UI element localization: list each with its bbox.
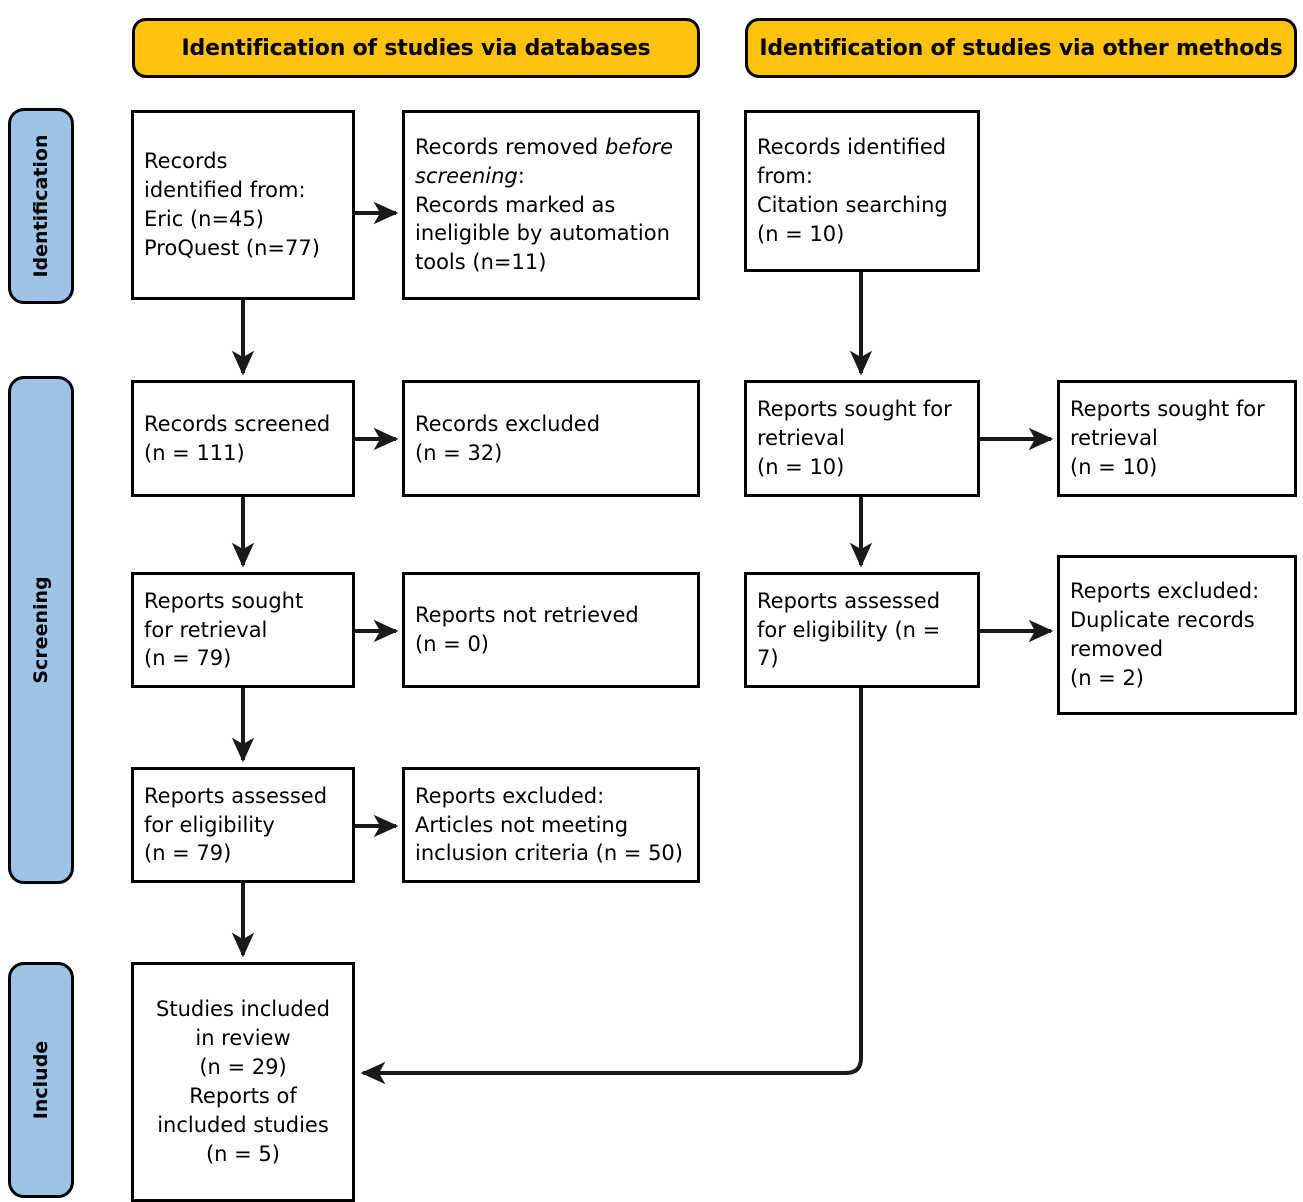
text-emphasis: before (604, 134, 673, 159)
text-line: retrieval (757, 426, 845, 451)
text-line: inclusion criteria (n = 50) (415, 841, 683, 866)
text-line: (n = 0) (415, 632, 490, 656)
text-line: screening: (415, 162, 687, 191)
stage-pill-screening: Screening (8, 376, 74, 884)
text-line: Records screened (144, 411, 331, 436)
text-line: Reports of (189, 1084, 297, 1108)
text-line: (n = 29) (199, 1055, 287, 1080)
text-line: Records removed before (415, 133, 687, 162)
text-line: Reports excluded: (1070, 579, 1260, 604)
stage-label-screening: Screening (30, 576, 52, 684)
box-records-identified-citation-searching: Records identified from: Citation search… (744, 110, 980, 272)
text-fragment: : (517, 163, 525, 188)
text-line: (n = 32) (415, 440, 503, 465)
section-header-databases: Identification of studies via databases (132, 18, 700, 78)
text-line: Records excluded (415, 411, 601, 436)
text-line: Reports assessed (757, 588, 941, 613)
text-line: Records identified (757, 135, 947, 160)
text-line: in review (195, 1026, 291, 1051)
text-line: Articles not meeting (415, 812, 629, 837)
text-line: (n = 79) (144, 646, 232, 671)
text-line: Reports sought (144, 588, 304, 613)
box-records-screened: Records screened (n = 111) (131, 380, 355, 497)
stage-pill-identification: Identification (8, 108, 74, 304)
text-line: for eligibility (144, 812, 275, 837)
stage-pill-include: Include (8, 962, 74, 1198)
text-line: removed (1070, 637, 1164, 661)
box-other-reports-sought-for-retrieval: Reports sought for retrieval (n = 10) (744, 380, 980, 497)
text-line: Studies included (156, 997, 330, 1022)
box-other-reports-excluded-duplicates: Reports excluded: Duplicate records remo… (1057, 555, 1297, 715)
text-line: Reports assessed (144, 783, 328, 808)
text-line: Records (144, 149, 228, 174)
text-line: (n = 111) (144, 440, 245, 465)
box-reports-assessed-for-eligibility: Reports assessed for eligibility (n = 79… (131, 767, 355, 883)
text-line: included studies (157, 1112, 329, 1137)
text-line: tools (n=11) (415, 250, 547, 275)
text-line: Eric (n=45) (144, 207, 264, 231)
text-emphasis: screening (415, 163, 518, 188)
text-line: (n = 10) (757, 454, 845, 479)
text-line: Reports sought for (1070, 397, 1265, 422)
text-line: for retrieval (144, 617, 268, 642)
box-records-removed-before-screening: Records removed before screening: Record… (402, 110, 700, 300)
box-reports-sought-for-retrieval: Reports sought for retrieval (n = 79) (131, 572, 355, 688)
box-studies-included-in-review: Studies included in review (n = 29) Repo… (131, 962, 355, 1202)
text-line: Reports not retrieved (415, 603, 639, 628)
text-line: (n = 10) (1070, 454, 1158, 479)
stage-label-include: Include (30, 1040, 52, 1120)
box-reports-excluded-articles: Reports excluded: Articles not meeting i… (402, 767, 700, 883)
text-line: for eligibility (n = 7) (757, 617, 947, 671)
text-line: ineligible by automation (415, 221, 670, 246)
text-line: ProQuest (n=77) (144, 235, 320, 260)
text-line: from: (757, 164, 813, 189)
text-fragment: Records removed (415, 134, 605, 159)
box-other-reports-assessed-for-eligibility: Reports assessed for eligibility (n = 7) (744, 572, 980, 688)
text-line: retrieval (1070, 426, 1158, 451)
text-line: Reports excluded: (415, 783, 605, 808)
text-line: (n = 79) (144, 841, 232, 866)
text-line: (n = 10) (757, 221, 845, 246)
text-line: Citation searching (757, 193, 948, 217)
text-line: (n = 2) (1070, 665, 1145, 690)
text-line: (n = 5) (205, 1141, 280, 1166)
box-records-identified-from-databases: Records identified from: Eric (n=45) Pro… (131, 110, 355, 300)
text-line: Duplicate records (1070, 608, 1255, 633)
box-records-excluded: Records excluded (n = 32) (402, 380, 700, 497)
box-other-reports-sought-for-retrieval-2: Reports sought for retrieval (n = 10) (1057, 380, 1297, 497)
text-line: Reports sought for (757, 397, 952, 422)
text-line: identified from: (144, 178, 306, 203)
box-reports-not-retrieved: Reports not retrieved (n = 0) (402, 572, 700, 688)
text-line: Records marked as (415, 192, 616, 217)
section-header-other-methods: Identification of studies via other meth… (745, 18, 1297, 78)
stage-label-identification: Identification (30, 134, 52, 278)
